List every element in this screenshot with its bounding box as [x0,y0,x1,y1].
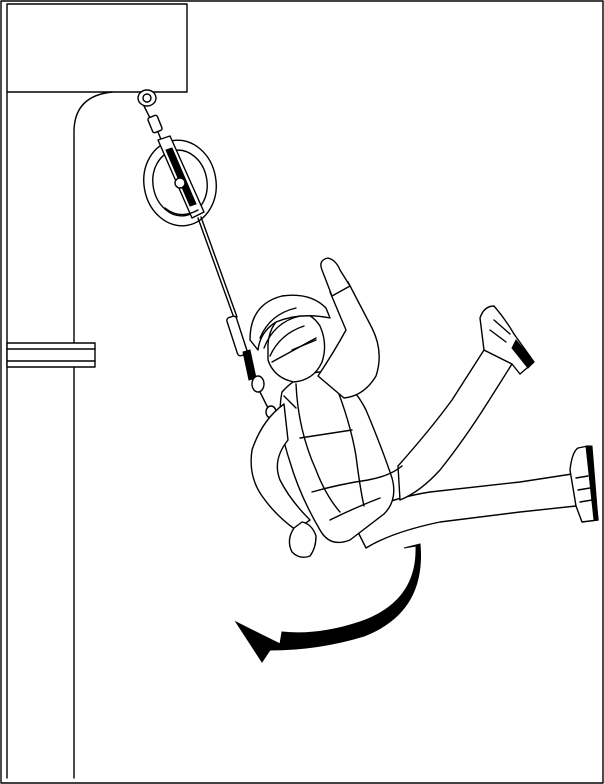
self-retracting-lifeline [137,134,223,231]
srl-connector [144,106,163,142]
rear-boot [570,446,598,522]
swing-arrow [236,544,421,662]
column-inner-edge [74,92,112,778]
raised-arm [318,282,379,398]
anchor-ring [138,90,156,106]
worker-figure [250,258,598,557]
lifeline-cable [198,217,237,318]
horizontal-rail [7,343,95,367]
front-leg [398,350,512,500]
overhead-beam [7,4,187,92]
